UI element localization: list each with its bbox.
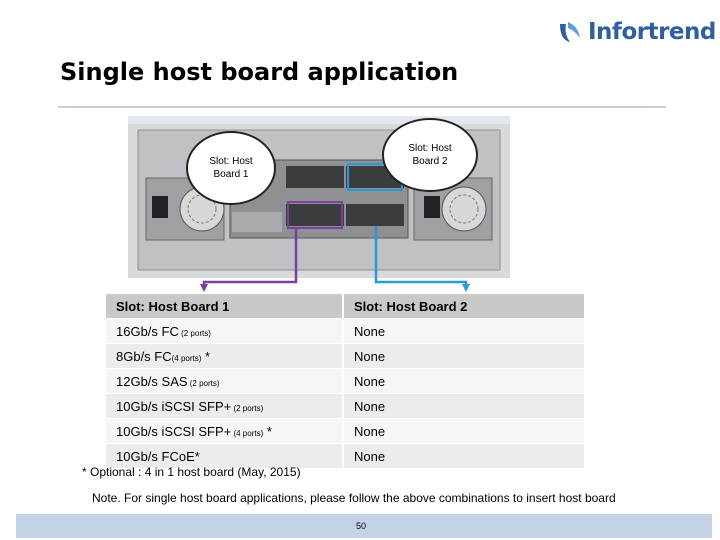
callout-board-2-line1: Slot: Host bbox=[408, 143, 452, 154]
callout-board-2-line2: Board 2 bbox=[412, 156, 448, 167]
port-count: (4 ports) bbox=[231, 428, 264, 438]
callout-board-2: Slot: Host Board 2 bbox=[382, 118, 478, 192]
port-count: (2 ports) bbox=[231, 403, 264, 413]
board-2-cell: None bbox=[343, 393, 586, 419]
table-row: 10Gb/s iSCSI SFP+ (4 ports) * None bbox=[106, 418, 586, 444]
port-count: (2 ports) bbox=[187, 378, 220, 388]
footer-bar bbox=[16, 514, 712, 538]
board-1-cell: 8Gb/s FC(4 ports) * bbox=[106, 343, 344, 369]
optional-marker: * bbox=[263, 423, 272, 439]
card-name: 10Gb/s iSCSI SFP+ bbox=[116, 423, 232, 439]
card-name: 12Gb/s SAS bbox=[116, 373, 188, 389]
infortrend-logo: Infortrend bbox=[556, 16, 716, 48]
port-count: (4 ports) bbox=[171, 353, 202, 363]
card-name: 16Gb/s FC bbox=[116, 323, 179, 339]
port-count: (2 ports) bbox=[178, 328, 211, 338]
board-2-cell: None bbox=[343, 443, 586, 469]
logo-text: Infortrend bbox=[588, 19, 716, 45]
board-1-cell: 16Gb/s FC (2 ports) bbox=[106, 318, 344, 344]
header-board-1: Slot: Host Board 1 bbox=[106, 294, 344, 319]
board-1-cell: 10Gb/s iSCSI SFP+ (2 ports) bbox=[106, 393, 344, 419]
board-2-cell: None bbox=[343, 368, 586, 394]
table-row: 10Gb/s iSCSI SFP+ (2 ports) None bbox=[106, 393, 586, 419]
board-2-cell: None bbox=[343, 418, 586, 444]
callout-board-1-line2: Board 1 bbox=[213, 169, 249, 180]
table-row: 16Gb/s FC (2 ports) None bbox=[106, 318, 586, 344]
callout-board-1-line1: Slot: Host bbox=[209, 156, 253, 167]
table-header-row: Slot: Host Board 1 Slot: Host Board 2 bbox=[106, 294, 586, 319]
board-1-cell: 10Gb/s iSCSI SFP+ (4 ports) * bbox=[106, 418, 344, 444]
callout-connector-lines bbox=[200, 226, 470, 292]
board-2-cell: None bbox=[343, 318, 586, 344]
card-name: 10Gb/s iSCSI SFP+ bbox=[116, 398, 232, 414]
usage-note: Note. For single host board applications… bbox=[92, 491, 616, 505]
slide-title: Single host board application bbox=[60, 58, 459, 86]
host-board-combination-table: Slot: Host Board 1 Slot: Host Board 2 16… bbox=[106, 294, 586, 469]
callout-board-1: Slot: Host Board 1 bbox=[186, 131, 276, 205]
table-row: 8Gb/s FC(4 ports) * None bbox=[106, 343, 586, 369]
card-name: 10Gb/s FCoE* bbox=[116, 448, 200, 464]
page-number: 50 bbox=[356, 521, 367, 531]
infortrend-logo-mark-icon bbox=[560, 22, 580, 42]
optional-marker: * bbox=[201, 348, 211, 364]
board-2-cell: None bbox=[343, 343, 586, 369]
card-name: 8Gb/s FC bbox=[116, 348, 172, 364]
board-1-cell: 12Gb/s SAS (2 ports) bbox=[106, 368, 344, 394]
header-board-2: Slot: Host Board 2 bbox=[343, 294, 586, 319]
table-row: 12Gb/s SAS (2 ports) None bbox=[106, 368, 586, 394]
table-row: 10Gb/s FCoE* None bbox=[106, 443, 586, 469]
power-supply-right bbox=[413, 177, 493, 241]
title-divider bbox=[58, 106, 666, 108]
optional-footnote: * Optional : 4 in 1 host board (May, 201… bbox=[82, 465, 301, 479]
power-supply-left bbox=[145, 177, 225, 241]
board-1-cell: 10Gb/s FCoE* bbox=[106, 443, 344, 469]
